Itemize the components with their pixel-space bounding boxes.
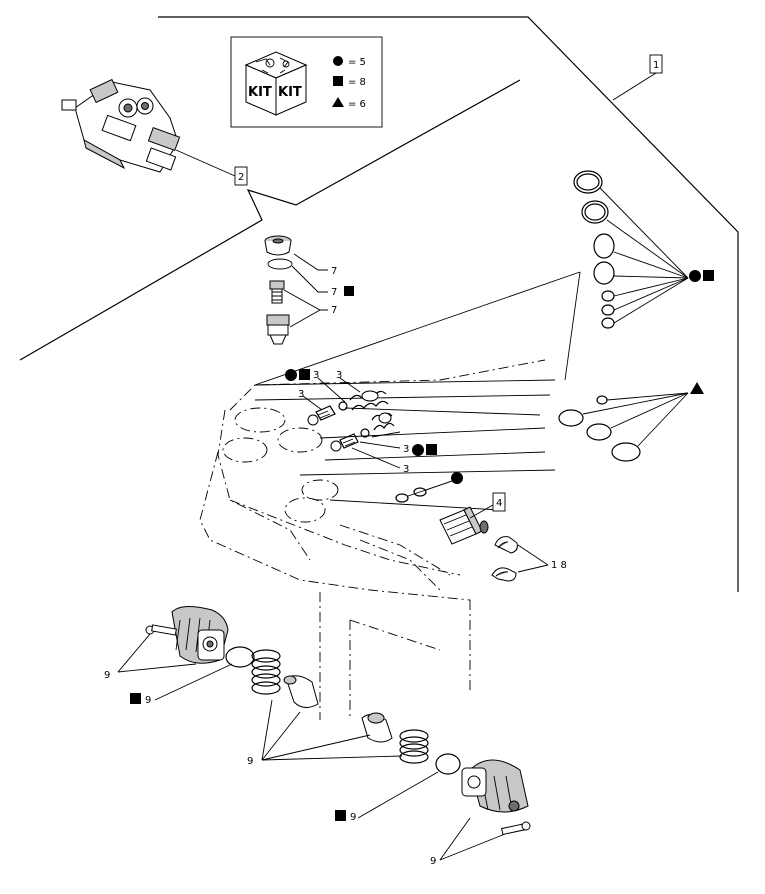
circle-quantity: = 5	[348, 57, 366, 68]
right-callout-leaders: 9 9	[335, 771, 506, 867]
spool-orings	[395, 472, 463, 503]
callout-9-oring-left: 9	[145, 695, 151, 706]
square-mark-icon	[130, 693, 141, 704]
kit-label-left: KIT	[248, 85, 272, 100]
top-fitting-part	[269, 280, 285, 304]
oring-kit-circle-square	[573, 170, 714, 329]
callout-7-oring: 7	[331, 287, 337, 298]
center-springs-and-seats: 9	[247, 649, 429, 767]
spool-valve-part: 4	[439, 492, 506, 545]
callout-9-springs: 9	[247, 756, 253, 767]
circle-symbol-icon	[333, 56, 343, 66]
oring-kit-triangle	[558, 382, 704, 462]
callout-7-fitting: 7	[331, 305, 337, 316]
kit-label-right: KIT	[278, 85, 302, 100]
right-spring-seat	[361, 712, 393, 743]
top-valve-part	[266, 314, 290, 345]
circle-mark-icon	[412, 444, 424, 456]
square-mark-icon	[335, 810, 346, 821]
valve-assembly-thumbnail: 2	[61, 78, 248, 186]
left-spring-seat	[283, 675, 319, 708]
callout-3-spring-a: 3	[313, 370, 319, 381]
circle-mark-icon	[451, 472, 463, 484]
callout-7-cap: 7	[331, 266, 337, 277]
square-mark-icon	[703, 270, 714, 281]
valve-body-ghost	[199, 271, 581, 720]
circle-mark-icon	[285, 369, 297, 381]
right-spring	[399, 729, 429, 764]
callout-9-oring-right: 9	[350, 812, 356, 823]
callout-2-section: 2	[238, 172, 244, 183]
square-mark-icon	[426, 444, 437, 455]
left-cover-bolt	[145, 624, 177, 636]
upper-plug	[307, 405, 336, 426]
right-cover-bolt	[501, 821, 531, 836]
left-cover-part	[171, 606, 229, 664]
callout-3-spring-b: 3	[336, 370, 342, 381]
section-frame-lines	[19, 16, 739, 592]
upper-spring-group: 3 3 3	[285, 369, 389, 426]
callout-3-plug-a: 3	[403, 444, 409, 455]
right-cover-part	[461, 759, 529, 813]
lower-plug	[330, 433, 359, 452]
callout-4-spool: 4	[496, 498, 502, 509]
small-oring	[338, 401, 348, 411]
triangle-quantity: = 6	[348, 99, 366, 110]
callout-18-clips: 1 8	[551, 560, 567, 571]
svg-text:1: 1	[653, 60, 659, 71]
small-oring-2	[360, 428, 370, 438]
left-cover-oring	[225, 646, 255, 668]
callout-1-assembly: 1	[612, 54, 663, 101]
upper-spring	[349, 390, 389, 411]
square-mark-icon	[299, 369, 310, 380]
square-mark-icon	[344, 286, 354, 296]
kit-box-icon: KIT KIT	[244, 51, 308, 116]
callout-9-cover-bolt-left: 9	[104, 670, 110, 681]
top-cap-part	[264, 235, 292, 256]
kit-legend: KIT KIT = 5 = 8 = 6	[230, 36, 383, 128]
square-symbol-icon	[333, 76, 343, 86]
callout-3-ball: 3	[298, 389, 304, 400]
lower-plug-group: 3 3	[330, 412, 437, 475]
callout-3-plug-b: 3	[403, 464, 409, 475]
circle-mark-icon	[689, 270, 701, 282]
callout-9-cover-bolt-right: 9	[430, 856, 436, 867]
lower-spring	[371, 412, 395, 431]
square-quantity: = 8	[348, 77, 366, 88]
triangle-symbol-icon	[332, 97, 344, 107]
triangle-mark-icon	[690, 382, 704, 394]
right-cover-oring	[435, 753, 461, 775]
left-spring	[251, 649, 281, 695]
top-callout-leaders: 7 7 7	[283, 253, 354, 328]
left-callout-leaders: 9 9	[104, 633, 233, 706]
top-oring	[267, 258, 293, 270]
bracket-clips: 1 8	[491, 536, 567, 582]
